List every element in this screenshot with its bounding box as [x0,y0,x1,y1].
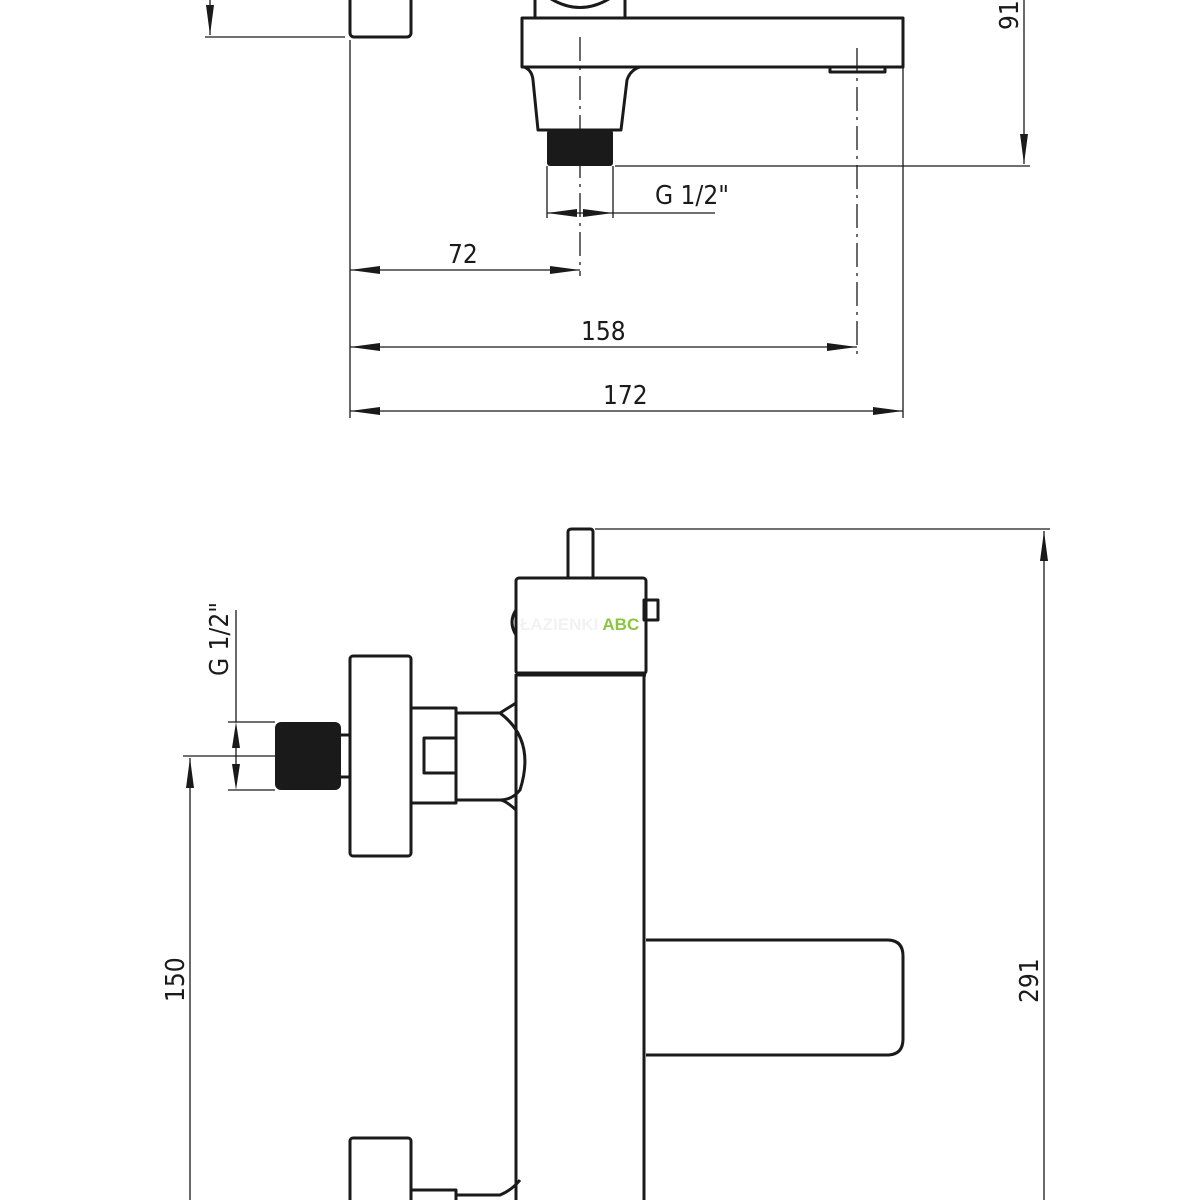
dim-axis-label: 72 [448,240,478,270]
dim-total-label: 172 [603,381,648,411]
nut-upper [409,706,458,805]
dim-height-label: 91 [995,0,1025,30]
dim-axis-height-label: 150 [161,957,191,1002]
dim-thread-label: G 1/2" [655,181,729,211]
dim-outlet-label: 158 [581,317,626,347]
dim-total-height-label: 291 [1015,958,1045,1003]
connector-lower [456,1179,522,1197]
body-curve [550,0,610,9]
connector-upper [456,711,527,802]
nut-inner [422,736,458,775]
eccentric-disc-upper [348,654,413,858]
top-view: 91 G 1/2" 72 158 172 [205,0,1030,418]
diverter-button [642,598,660,622]
connector-joint [499,701,518,812]
arrow-head [583,209,613,217]
spout [520,16,905,69]
spout-side [646,938,905,1057]
side-bump [510,609,518,636]
thread-connector-side [275,722,341,790]
dim-thread-side-label: G 1/2" [205,602,235,676]
arrow-heads [232,722,240,790]
nut-lower [409,1188,458,1200]
eccentric-disc [348,0,413,39]
thermostat-knob-stub [566,527,595,578]
spout-base [523,65,641,132]
eccentric-disc-lower [348,1136,413,1200]
